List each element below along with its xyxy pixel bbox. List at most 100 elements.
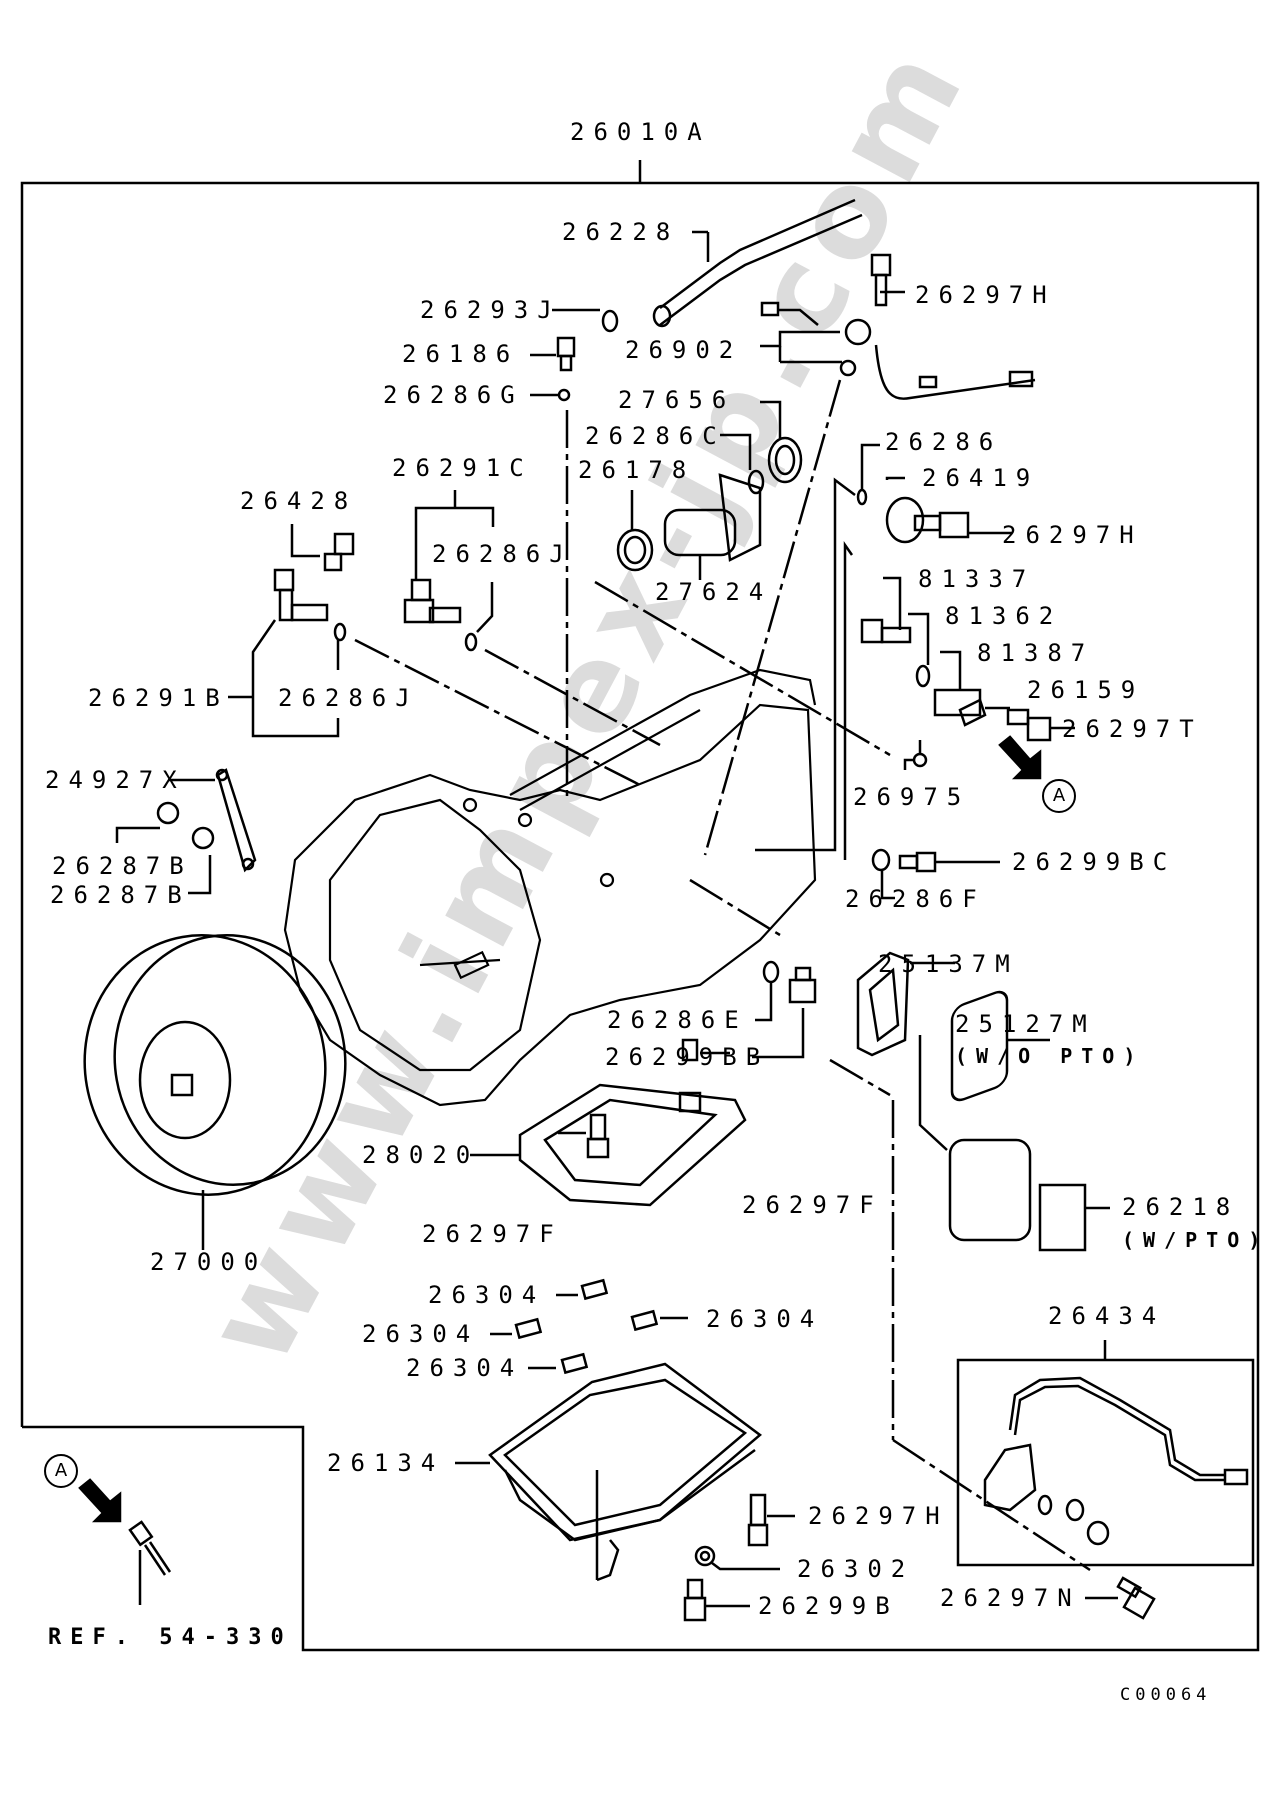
label-81387: 81387 [977,639,1095,667]
label-26304-b: 26304 [362,1320,480,1348]
oring-26286G [530,388,571,402]
dashed-leaders [354,379,1091,1572]
union-26291C [403,578,462,624]
magnet-26304-c [630,1309,688,1332]
label-26287B-a: 26287B [52,852,193,880]
sensor-81387 [933,650,982,717]
label-25137M: 25137M [878,950,1019,978]
view-a-marker-top: A [1042,779,1076,813]
fitting-26428 [290,524,355,572]
bracket-26291B [251,619,340,738]
bolt-26297F-a [678,1038,730,1113]
label-26297H-low: 26297H [808,1502,949,1530]
sensor-26419 [885,476,925,544]
label-26218: 26218 [1122,1193,1240,1221]
ref-note: REF. 54-330 [48,1625,293,1650]
label-28020: 28020 [362,1141,480,1169]
magnet-26304-b [490,1317,543,1340]
nut-26287B-b [188,826,215,895]
view-a-arrow-top [998,735,1042,780]
view-a-arrow-bottom [78,1478,122,1523]
label-81337: 81337 [918,565,1036,593]
label-26286G: 26286G [383,381,524,409]
label-26291B: 26291B [88,684,229,712]
title-part-number: 26010A [570,118,711,146]
retainer-27624 [663,473,762,580]
label-27656: 27656 [618,386,736,414]
bolt-81337 [860,576,912,644]
clip-26975 [903,740,928,770]
connector-26186 [530,336,576,372]
plug-26299BC [898,851,1000,873]
label-26297T: 26297T [1062,715,1203,743]
sensor-26902 [760,301,1036,400]
gasket-25137M [856,951,955,1057]
bolt-26297H-mid [913,511,1012,539]
magnet-26304-d [528,1352,589,1375]
label-26286C: 26286C [585,422,726,450]
strainer-28020 [470,1083,747,1207]
label-26186: 26186 [402,340,520,368]
union-26291B [273,568,329,622]
oring-26286J-a [464,582,494,652]
label-26286E: 26286E [607,1006,748,1034]
label-26304-d: 26304 [406,1354,524,1382]
inset-26434 [956,1340,1255,1567]
transmission-housing [283,668,817,1107]
pipe-26228 [652,198,863,328]
label-26302: 26302 [797,1555,915,1583]
cover-25127M [950,990,1050,1102]
washer-26286E [755,960,780,1022]
bolt-26297H-low [747,1493,795,1547]
view-a-marker-bottom: A [44,1454,78,1488]
oring-26286J-b [333,622,347,670]
label-26178: 26178 [578,456,696,484]
clamp-26293J [552,308,619,333]
label-26134: 26134 [327,1449,445,1477]
label-26297N: 26297N [940,1584,1081,1612]
label-26297H-mid: 26297H [1002,521,1143,549]
label-25127M: 25127M [955,1010,1096,1038]
label-27624: 27624 [655,578,773,606]
washer-26302 [694,1545,780,1571]
plug-26299B [683,1578,750,1622]
label-26304-c: 26304 [706,1305,824,1333]
label-27000: 27000 [150,1248,268,1276]
label-26286F: 26286F [845,885,986,913]
label-26419: 26419 [922,464,1040,492]
torque-converter-27000 [83,934,347,1250]
label-26299BB: 26299BB [605,1043,770,1071]
label-26297F-b: 26297F [422,1220,563,1248]
nut-26287B-a [115,801,180,843]
label-26299B: 26299B [758,1592,899,1620]
oil-seal-26178 [616,490,654,572]
bracket-lines-right [755,477,856,860]
pto-26218 [918,1035,1110,1252]
oring-26286C [720,433,765,495]
bolt-26297F-b [558,1113,610,1159]
bolt-26297N [1085,1576,1156,1620]
main-frame [20,181,1260,1652]
label-26286: 26286 [885,428,1003,456]
label-26304-a: 26304 [428,1281,546,1309]
label-24927X: 24927X [45,766,186,794]
gasket-26159 [958,698,1010,727]
figure-code: C00064 [1120,1685,1212,1705]
label-26159: 26159 [1027,676,1145,704]
label-26291C: 26291C [392,454,533,482]
plug-26299BB [752,966,817,1059]
ref-sensor [128,1520,172,1605]
label-26287B-b: 26287B [50,881,191,909]
label-26297H-top: 26297H [915,281,1056,309]
bracket-24927X [168,768,257,873]
label-26218-note: (W/PTO) [1122,1228,1270,1252]
label-26434: 26434 [1048,1302,1166,1330]
seal-27656 [760,400,803,484]
label-26228: 26228 [562,218,680,246]
label-26297F-a: 26297F [742,1191,883,1219]
magnet-26304-a [556,1278,609,1301]
label-26293J: 26293J [420,296,561,324]
washer-26286F [871,848,895,900]
